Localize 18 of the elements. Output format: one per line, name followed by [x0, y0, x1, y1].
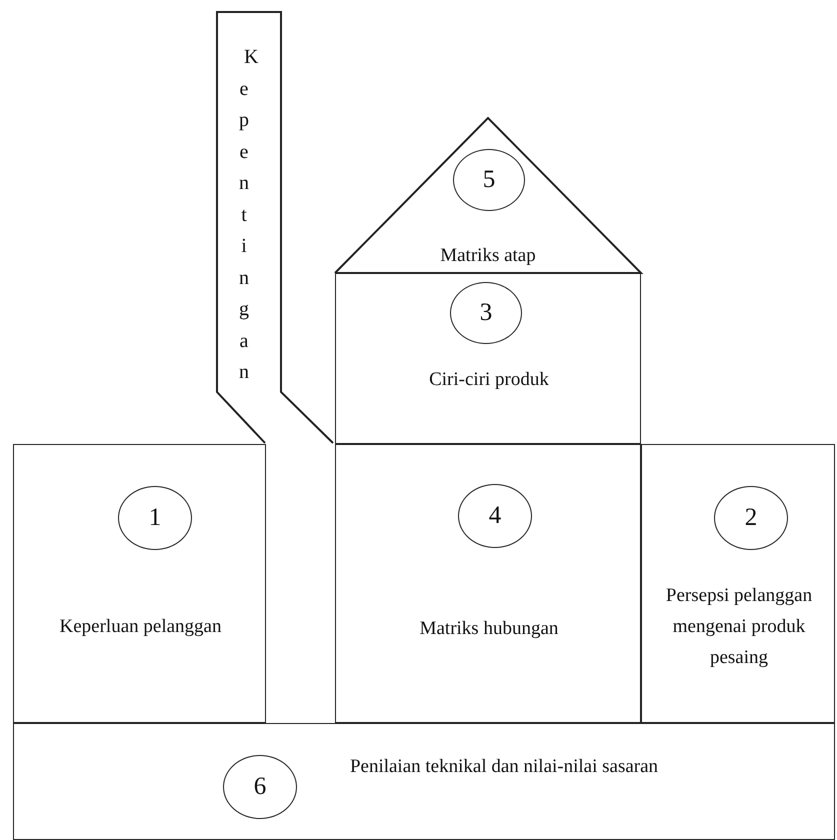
section-label: Keperluan pelanggan: [58, 615, 222, 639]
matrix-section: [335, 444, 641, 723]
section-label: Penilaian teknikal dan nilai-nilai sasaran: [348, 755, 660, 779]
number-circle: 5: [453, 149, 525, 211]
matrix-section: [13, 444, 266, 723]
number-circle: 6: [223, 755, 297, 819]
section-label: Persepsi pelanggan mengenai produk pesaing: [664, 584, 814, 670]
section-label: Ciri-ciri produk: [428, 368, 550, 392]
section-label: Matriks atap: [439, 244, 537, 268]
section-label: Matriks hubungan: [418, 617, 560, 641]
number-circle: 1: [118, 486, 192, 550]
matrix-section: [641, 444, 835, 723]
matrix-section: [13, 723, 835, 840]
number-circle: 2: [714, 486, 788, 550]
section-label: Kepentingan: [239, 45, 259, 385]
number-circle: 3: [450, 282, 522, 344]
matrix-section: [335, 273, 641, 444]
number-circle: 4: [458, 484, 532, 548]
